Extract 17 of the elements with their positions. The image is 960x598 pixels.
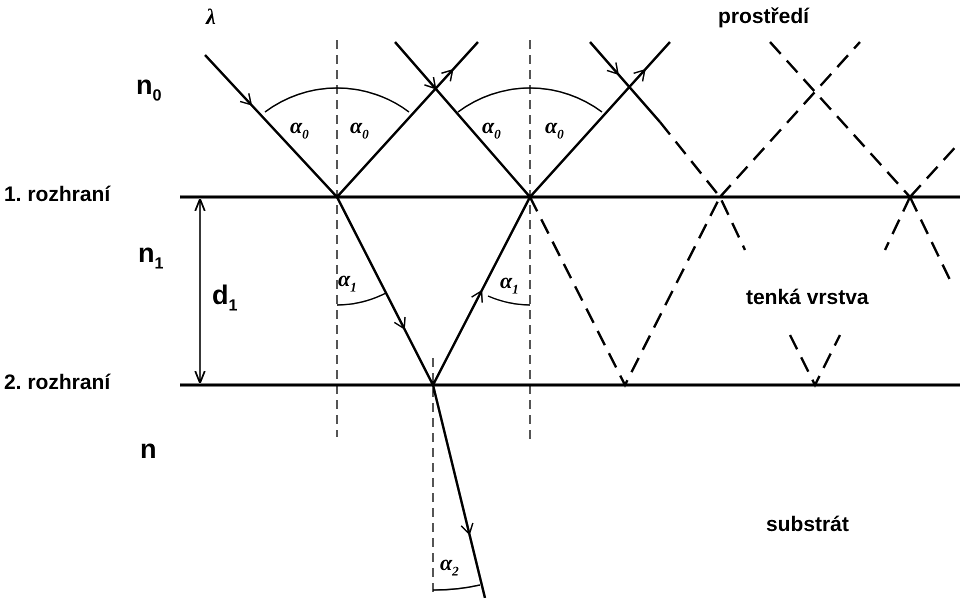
angle-label: α$_{0}$	[482, 115, 501, 141]
interface-label: 1. rozhraní	[4, 184, 110, 205]
interface-label: 2. rozhraní	[4, 372, 110, 393]
refractive-index-label: n$_{0}$	[136, 72, 162, 104]
angle-label: α$_{0}$	[350, 115, 369, 141]
refractive-index-label: n$_{1}$	[138, 240, 164, 272]
layer-label: tenká vrstva	[746, 287, 869, 308]
refractive-index-label: n	[140, 436, 156, 463]
angle-label: α$_{1}$	[338, 268, 357, 294]
wavelength-symbol: λ	[206, 6, 216, 28]
angle-label: α$_{1}$	[500, 270, 519, 296]
substrate-label: substrát	[766, 514, 849, 535]
medium-label: prostředí	[718, 6, 810, 27]
angle-label: α$_{0}$	[290, 115, 309, 141]
thickness-label: d$_{1}$	[212, 282, 238, 314]
angle-label: α$_{0}$	[545, 115, 564, 141]
angle-label: α$_{2}$	[440, 552, 459, 578]
